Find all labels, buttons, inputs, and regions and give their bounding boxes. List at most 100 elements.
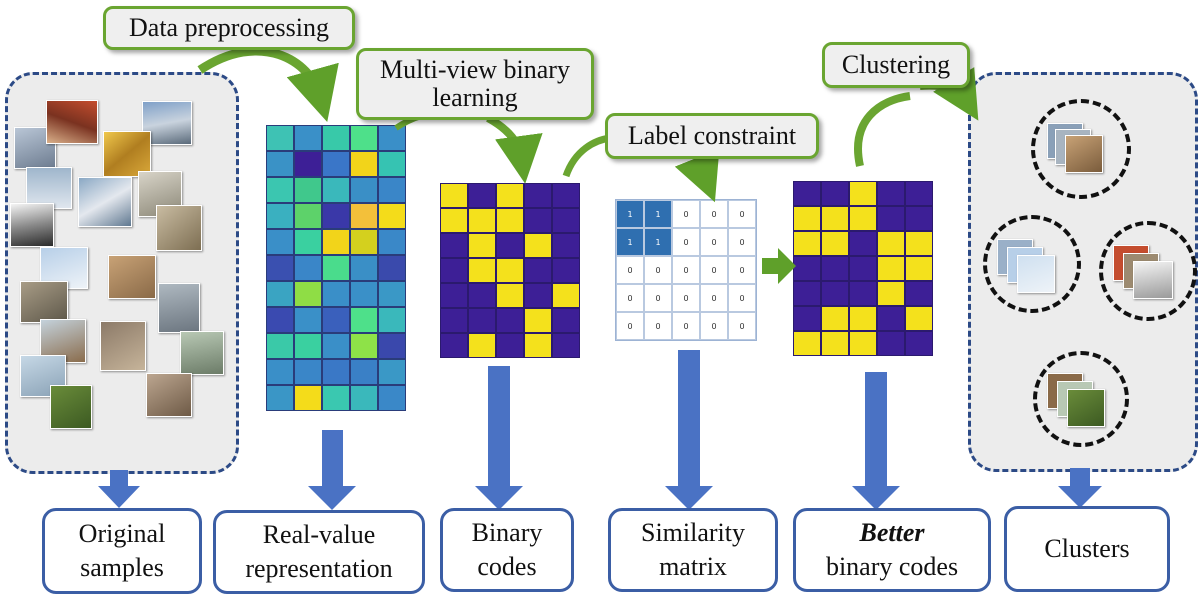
- real-value-cell: [294, 151, 322, 177]
- binary-code-cell: [440, 183, 468, 208]
- real-value-cell: [322, 203, 350, 229]
- original-label-line1: Original: [78, 519, 166, 548]
- better-binary-codes-label: Better binary codes: [793, 508, 991, 592]
- better-binary-code-cell: [821, 181, 849, 206]
- sample-image: [50, 385, 92, 429]
- similarity-label-line2: matrix: [659, 552, 727, 581]
- binary-code-cell: [496, 233, 524, 258]
- similarity-cell: 0: [672, 228, 700, 256]
- real-value-cell: [322, 125, 350, 151]
- binary-code-cell: [468, 183, 496, 208]
- similarity-cell: 0: [728, 284, 756, 312]
- sample-image: [78, 177, 132, 227]
- binary-label-line2: codes: [477, 552, 537, 581]
- better-binary-code-cell: [821, 281, 849, 306]
- better-binary-code-cell: [793, 306, 821, 331]
- real-value-cell: [294, 333, 322, 359]
- clusters-label: Clusters: [1004, 506, 1170, 592]
- real-value-cell: [322, 151, 350, 177]
- better-label-rest: binary codes: [825, 552, 959, 581]
- real-value-cell: [322, 255, 350, 281]
- multi-view-label-line1: Multi-view binary: [380, 55, 570, 84]
- better-binary-code-cell: [849, 181, 877, 206]
- binary-code-cell: [440, 308, 468, 333]
- real-value-cell: [322, 177, 350, 203]
- better-binary-code-cell: [793, 231, 821, 256]
- sample-image: [100, 321, 146, 371]
- real-value-cell: [378, 151, 406, 177]
- curved-arrow: [562, 134, 611, 178]
- similarity-cell: 0: [644, 256, 672, 284]
- data-preprocessing-label: Data preprocessing: [103, 6, 355, 50]
- similarity-cell: 1: [616, 200, 644, 228]
- real-value-cell: [378, 255, 406, 281]
- better-binary-code-cell: [821, 231, 849, 256]
- sample-image: [46, 100, 98, 144]
- sample-image: [108, 255, 156, 299]
- real-value-representation-label: Real-value representation: [213, 510, 425, 594]
- better-binary-code-cell: [793, 281, 821, 306]
- real-value-cell: [350, 229, 378, 255]
- better-binary-code-cell: [905, 256, 933, 281]
- curved-arrow: [197, 46, 339, 123]
- binary-codes-matrix: [440, 183, 580, 358]
- binary-code-cell: [524, 208, 552, 233]
- real-value-cell: [294, 177, 322, 203]
- real-value-cell: [350, 177, 378, 203]
- similarity-cell: 0: [700, 312, 728, 340]
- sample-image: [10, 203, 54, 247]
- real-value-cell: [322, 385, 350, 411]
- cluster-image: [1067, 389, 1105, 427]
- better-binary-code-cell: [877, 256, 905, 281]
- real-value-cell: [378, 359, 406, 385]
- sample-image: [40, 319, 86, 363]
- similarity-cell: 0: [728, 256, 756, 284]
- better-binary-code-cell: [905, 331, 933, 356]
- better-binary-code-cell: [793, 331, 821, 356]
- real-value-cell: [350, 125, 378, 151]
- similarity-cell: 0: [672, 256, 700, 284]
- better-binary-code-cell: [793, 206, 821, 231]
- real-value-cell: [322, 281, 350, 307]
- binary-code-cell: [440, 258, 468, 283]
- cluster-circle: [1099, 221, 1197, 321]
- real-value-cell: [266, 307, 294, 333]
- binary-code-cell: [496, 308, 524, 333]
- real-value-cell: [266, 125, 294, 151]
- binary-code-cell: [552, 233, 580, 258]
- clusters-panel: [968, 72, 1198, 472]
- better-binary-code-cell: [849, 331, 877, 356]
- binary-code-cell: [468, 283, 496, 308]
- better-binary-code-cell: [821, 306, 849, 331]
- better-binary-code-cell: [849, 206, 877, 231]
- real-value-cell: [378, 307, 406, 333]
- realvalue-label-line1: Real-value: [262, 520, 376, 549]
- original-samples-label: Original samples: [42, 508, 202, 594]
- curved-arrow: [674, 148, 720, 203]
- better-binary-code-cell: [877, 231, 905, 256]
- similarity-matrix-label: Similarity matrix: [608, 508, 778, 592]
- similarity-cell: 0: [700, 284, 728, 312]
- similarity-cell: 1: [616, 228, 644, 256]
- better-binary-code-cell: [877, 306, 905, 331]
- cluster-circle: [1031, 99, 1131, 199]
- better-binary-code-cell: [849, 281, 877, 306]
- cluster-circle: [983, 215, 1081, 313]
- sample-image: [156, 205, 202, 251]
- multi-view-binary-learning-label: Multi-view binary learning: [356, 48, 594, 120]
- better-binary-code-cell: [793, 181, 821, 206]
- real-value-cell: [350, 281, 378, 307]
- real-value-cell: [322, 359, 350, 385]
- binary-code-cell: [552, 208, 580, 233]
- original-label-line2: samples: [80, 553, 164, 582]
- similarity-cell: 0: [728, 312, 756, 340]
- similarity-cell: 0: [672, 312, 700, 340]
- binary-code-cell: [468, 308, 496, 333]
- real-value-cell: [266, 255, 294, 281]
- label-constraint-label: Label constraint: [605, 113, 819, 159]
- real-value-cell: [322, 333, 350, 359]
- down-arrow: [852, 372, 900, 510]
- real-value-cell: [378, 177, 406, 203]
- cluster-image: [1065, 135, 1103, 173]
- similarity-cell: 0: [728, 200, 756, 228]
